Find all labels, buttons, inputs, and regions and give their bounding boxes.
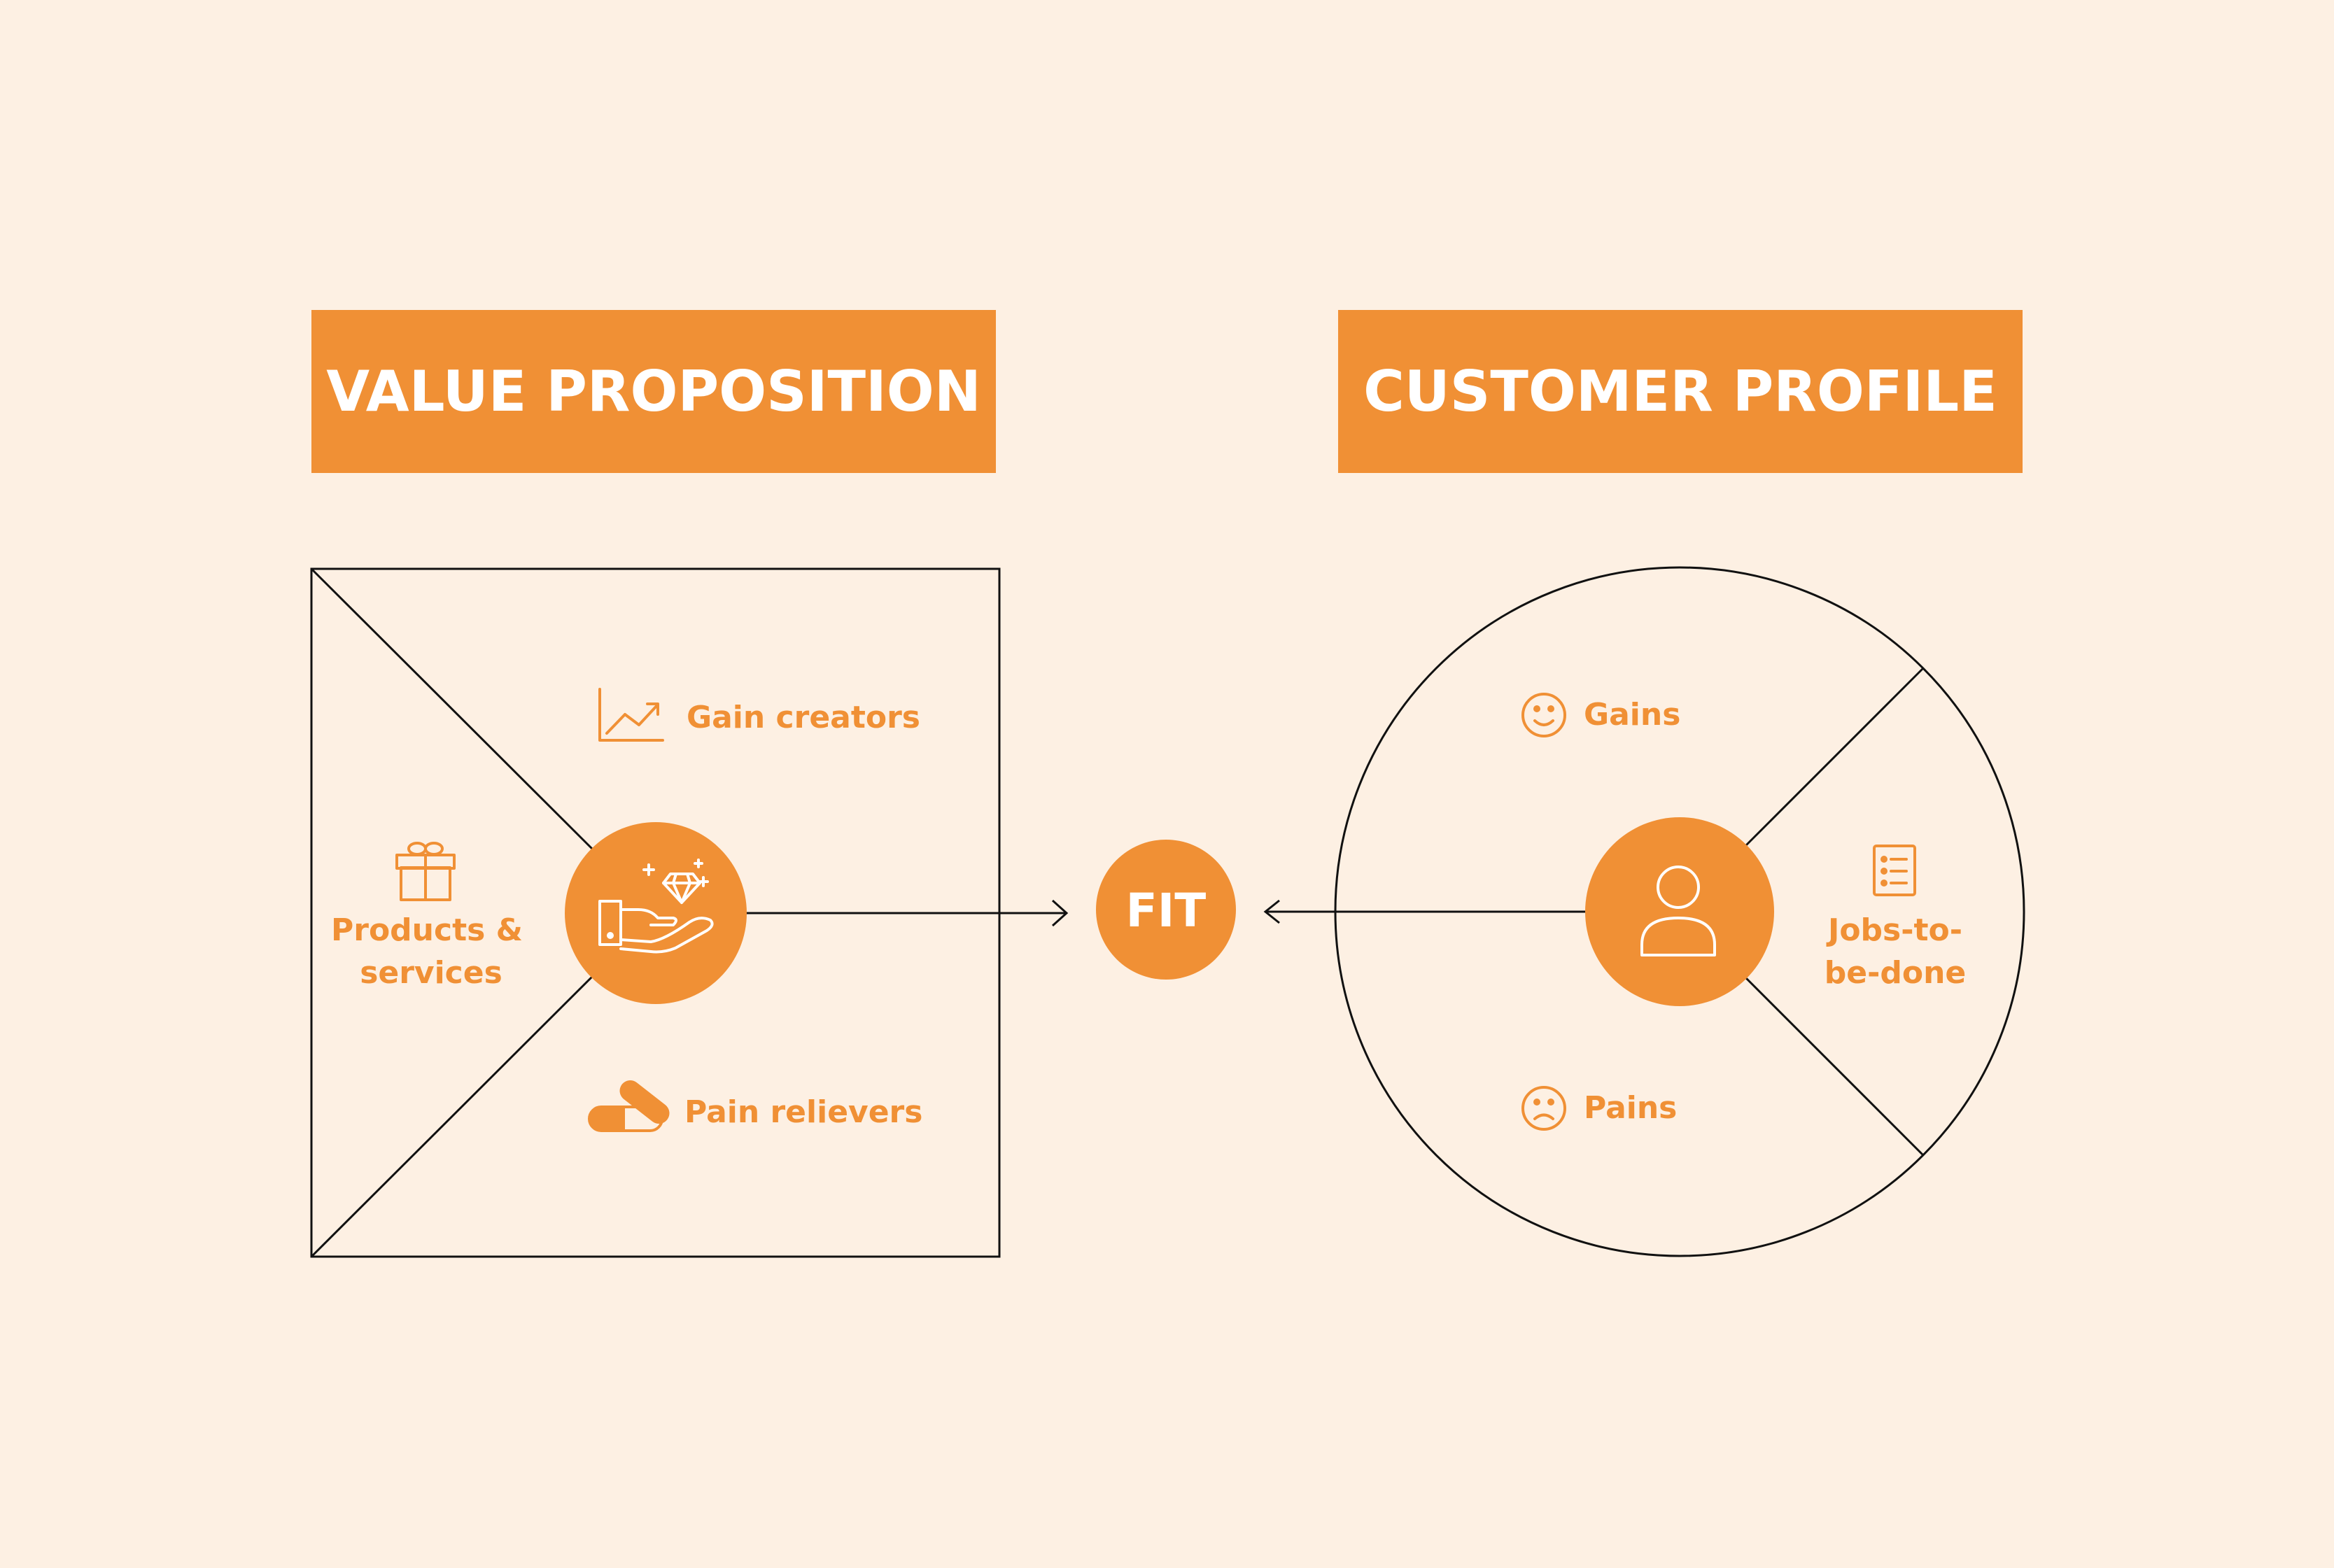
person-icon [1640, 866, 1716, 956]
smile-face-icon [1521, 693, 1566, 737]
customer-profile-title: CUSTOMER PROFILE [1363, 359, 1997, 424]
pain-relievers-label: Pain relievers [684, 1094, 922, 1130]
gain-creators-label: Gain creators [687, 700, 920, 735]
jobs-label-line2: be-done [1825, 955, 1967, 991]
vp-divider-lower [310, 975, 593, 1258]
pill-icon [588, 1080, 670, 1132]
customer-profile-canvas [1263, 566, 2025, 1257]
vp-to-fit-arrowhead [1051, 899, 1069, 927]
pain-relievers-segment: Pain relievers [588, 1080, 922, 1132]
cp-divider-lower [1745, 977, 1925, 1157]
fit-circle [1096, 840, 1236, 980]
customer-profile-header: CUSTOMER PROFILE [1338, 310, 2023, 473]
jobs-label-line1: Jobs-to- [1826, 912, 1962, 948]
hand-diamond-icon [598, 859, 714, 954]
value-proposition-header: VALUE PROPOSITION [311, 310, 996, 473]
gains-label: Gains [1584, 697, 1680, 733]
sad-face-icon [1521, 1086, 1566, 1131]
products-services-label-line2: services [360, 955, 502, 991]
checklist-icon [1873, 845, 1916, 896]
pains-label: Pains [1584, 1090, 1677, 1126]
growth-chart-icon [598, 688, 664, 742]
jobs-segment: Jobs-to- be-done [1825, 845, 1967, 991]
customer-profile-center-circle [1585, 817, 1774, 1006]
gain-creators-segment: Gain creators [598, 688, 920, 742]
vp-divider-upper [310, 567, 593, 850]
customer-profile-center [1585, 817, 1774, 1006]
pains-segment: Pains [1521, 1086, 1677, 1131]
gains-segment: Gains [1521, 693, 1680, 737]
value-proposition-title: VALUE PROPOSITION [326, 359, 981, 424]
value-proposition-center [565, 822, 1069, 1004]
cp-divider-upper [1745, 667, 1925, 847]
value-proposition-center-circle [565, 822, 747, 1004]
products-services-segment: Products & services [331, 842, 523, 991]
gift-icon [395, 842, 456, 901]
fit-node: FIT [1096, 840, 1236, 980]
fit-label: FIT [1126, 884, 1207, 938]
products-services-label-line1: Products & [331, 912, 523, 948]
